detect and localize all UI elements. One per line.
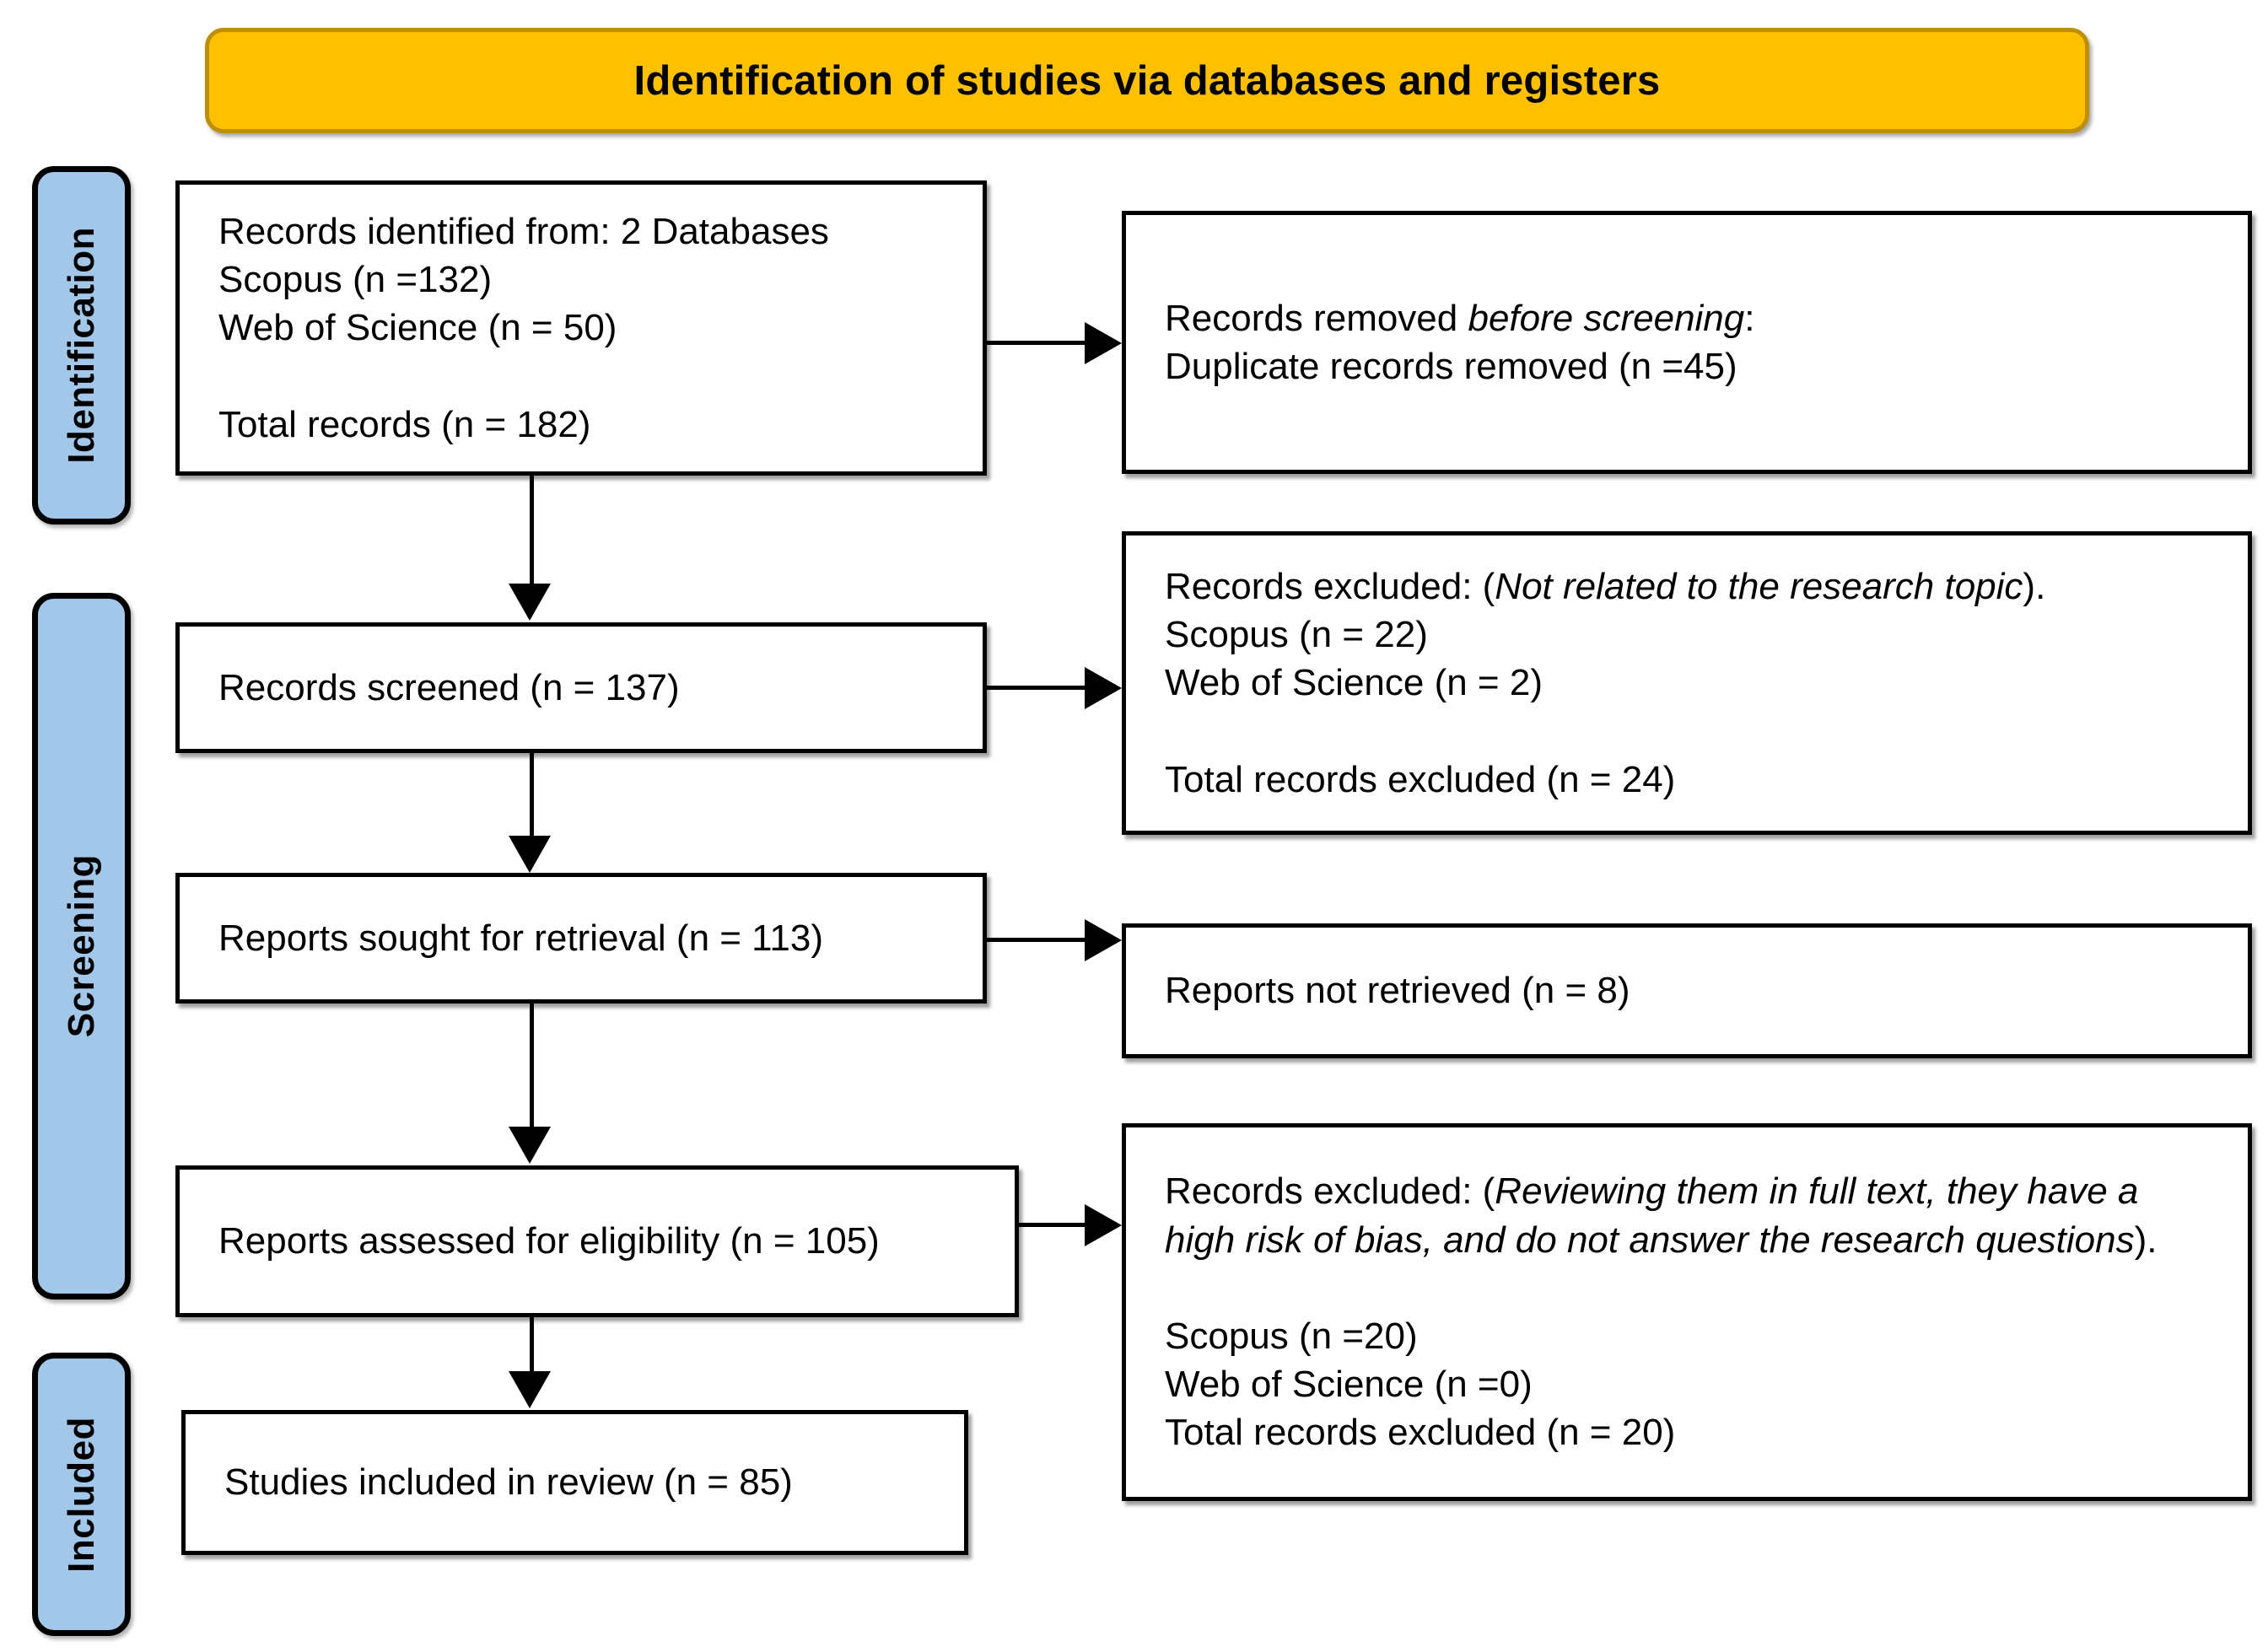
connector-sought-to-assessed-arrow xyxy=(509,1127,551,1164)
box-reports-sought-for-retrieval: Reports sought for retrieval (n = 113) xyxy=(175,873,987,1004)
stage-label-identification-text: Identification xyxy=(60,227,102,464)
connector-sought-to-notretrieved-arrow xyxy=(1085,919,1122,961)
removed-line2: Duplicate records removed (n =45) xyxy=(1165,346,1737,387)
excluded1-rest: Scopus (n = 22) Web of Science (n = 2) T… xyxy=(1165,614,1676,800)
box-reports-not-retrieved: Reports not retrieved (n = 8) xyxy=(1122,923,2252,1058)
box-studies-included-text: Studies included in review (n = 85) xyxy=(224,1461,793,1504)
box-records-identified: Records identified from: 2 Databases Sco… xyxy=(175,180,987,476)
stage-label-included: Included xyxy=(32,1353,131,1636)
box-records-removed-text: Records removed before screening:Duplica… xyxy=(1165,294,1754,390)
removed-line1-emphasis: before screening xyxy=(1468,297,1745,339)
box-records-removed-before-screening: Records removed before screening:Duplica… xyxy=(1122,211,2252,474)
connector-assessed-to-excluded2-line xyxy=(1019,1223,1086,1227)
excluded1-line1-prefix: Records excluded: ( xyxy=(1165,566,1495,608)
box-records-excluded-screening-text: Records excluded: (Not related to the re… xyxy=(1165,562,2045,804)
stage-label-identification: Identification xyxy=(32,166,131,525)
diagram-title-text: Identification of studies via databases … xyxy=(633,57,1661,104)
connector-sought-to-assessed-line xyxy=(530,1004,534,1128)
stage-label-screening: Screening xyxy=(32,593,131,1300)
stage-label-included-text: Included xyxy=(60,1416,102,1573)
box-reports-assessed-text: Reports assessed for eligibility (n = 10… xyxy=(218,1220,880,1262)
removed-line1-suffix: : xyxy=(1744,297,1755,339)
box-reports-assessed-for-eligibility: Reports assessed for eligibility (n = 10… xyxy=(175,1165,1019,1317)
connector-screened-to-sought-line xyxy=(530,753,534,837)
excluded2-line1-emphasis: Reviewing them in full text, they have a… xyxy=(1165,1170,2139,1261)
box-records-excluded-screening: Records excluded: (Not related to the re… xyxy=(1122,531,2252,835)
box-records-identified-text: Records identified from: 2 Databases Sco… xyxy=(218,211,829,445)
excluded1-line1-emphasis: Not related to the research topic xyxy=(1495,566,2023,608)
box-reports-sought-text: Reports sought for retrieval (n = 113) xyxy=(218,917,823,959)
connector-assessed-to-excluded2-arrow xyxy=(1085,1204,1122,1246)
connector-assessed-to-included-line xyxy=(530,1317,534,1391)
connector-identified-to-screened-line xyxy=(530,476,534,585)
connector-screened-to-excluded1-line xyxy=(987,686,1086,690)
removed-line1-prefix: Records removed xyxy=(1165,297,1468,339)
box-records-screened: Records screened (n = 137) xyxy=(175,622,987,753)
connector-sought-to-notretrieved-line xyxy=(987,938,1086,942)
box-studies-included-in-review: Studies included in review (n = 85) xyxy=(181,1410,968,1555)
connector-identified-to-removed-arrow xyxy=(1085,322,1122,364)
box-records-screened-text: Records screened (n = 137) xyxy=(218,666,680,708)
connector-screened-to-sought-arrow xyxy=(509,836,551,873)
box-records-excluded-eligibility-text: Records excluded: (Reviewing them in ful… xyxy=(1165,1167,2209,1456)
excluded2-line1-prefix: Records excluded: ( xyxy=(1165,1170,1495,1213)
stage-label-screening-text: Screening xyxy=(60,854,102,1038)
connector-assessed-to-included-arrow xyxy=(509,1371,551,1408)
connector-identified-to-screened-arrow xyxy=(509,584,551,621)
excluded2-rest: Scopus (n =20) Web of Science (n =0) Tot… xyxy=(1165,1316,1676,1454)
box-reports-not-retrieved-text: Reports not retrieved (n = 8) xyxy=(1165,970,1630,1012)
connector-identified-to-removed-line xyxy=(987,341,1086,345)
diagram-title-banner: Identification of studies via databases … xyxy=(205,28,2089,133)
box-records-excluded-eligibility: Records excluded: (Reviewing them in ful… xyxy=(1122,1123,2252,1501)
excluded1-line1-suffix: ). xyxy=(2023,566,2046,608)
excluded2-line1-suffix: ). xyxy=(2134,1219,2158,1261)
connector-screened-to-excluded1-arrow xyxy=(1085,667,1122,709)
